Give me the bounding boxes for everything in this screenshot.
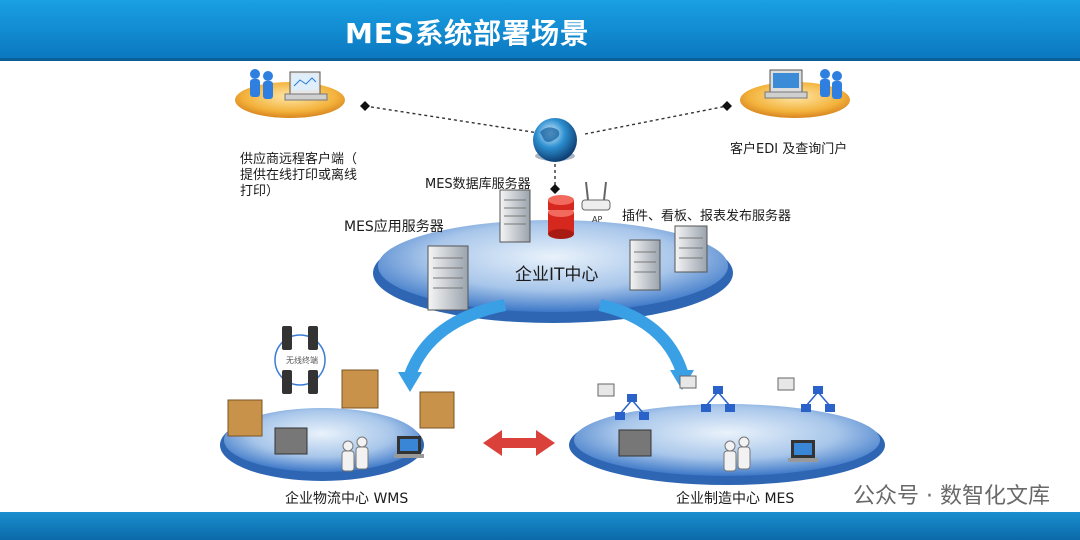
- ap-router-icon: [581, 181, 611, 211]
- watermark: 公众号 · 数智化文库: [853, 484, 1050, 509]
- exchange-arrow-icon: [483, 430, 555, 456]
- wms-label: 企业物流中心 WMS: [285, 491, 409, 507]
- customer-label: 客户EDI 及查询门户: [730, 142, 848, 157]
- wireless-terminals-label: 无线终端: [286, 356, 318, 365]
- connection-lines: [360, 101, 732, 194]
- mes-label: 企业制造中心 MES: [676, 491, 795, 507]
- supplier-label-line1: 供应商远程客户端（: [240, 152, 358, 167]
- app-server-label: MES应用服务器: [344, 219, 444, 235]
- db-server-label: MES数据库服务器: [425, 177, 531, 192]
- network-clusters: [597, 375, 835, 420]
- database-icon: [548, 195, 574, 239]
- internet-globe-icon: [533, 118, 577, 162]
- supplier-node: [235, 69, 345, 118]
- device-icons: [274, 427, 818, 472]
- supplier-label-line3: 打印）: [240, 184, 280, 199]
- customer-node: [740, 69, 850, 118]
- ap-label: AP: [592, 215, 603, 224]
- footer-bar: [0, 512, 1080, 540]
- flow-arrows: [398, 299, 694, 392]
- page-title: MES系统部署场景: [345, 17, 590, 50]
- warehouse-boxes: [227, 369, 455, 437]
- wireless-terminals-icon: [274, 326, 326, 394]
- plugin-server-label: 插件、看板、报表发布服务器: [622, 209, 792, 224]
- wms-platform: [220, 408, 424, 481]
- title-bar: MES系统部署场景: [0, 0, 1080, 61]
- it-center-label: 企业IT中心: [515, 265, 599, 285]
- server-icons: [427, 189, 708, 311]
- supplier-label-line2: 提供在线打印或离线: [240, 168, 358, 183]
